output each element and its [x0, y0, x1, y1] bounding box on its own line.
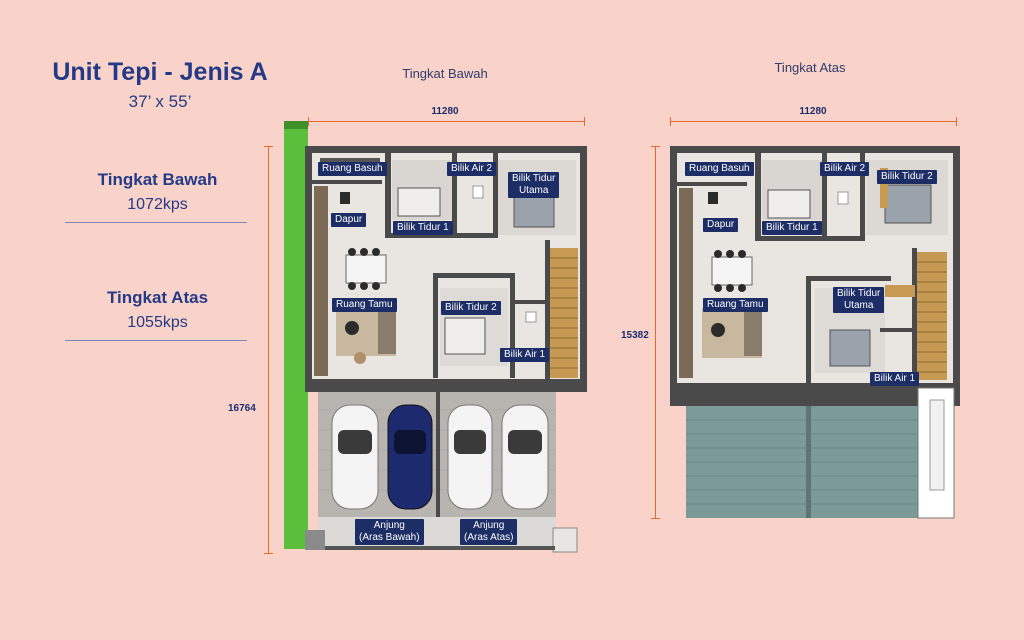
label-bilik-air-1-upper: Bilik Air 1	[870, 372, 920, 386]
side-garden	[284, 121, 308, 549]
upper-floor-plan	[670, 146, 960, 519]
unit-size: 37’ x 55’	[128, 92, 192, 111]
label-bilik-tidur-2: Bilik Tidur 2	[441, 301, 501, 315]
divider	[65, 340, 247, 341]
label-anjung-aras-atas: Anjung (Aras Atas)	[460, 519, 518, 545]
label-ruang-basuh: Ruang Basuh	[318, 162, 387, 176]
ground-area-value: 1072kps	[127, 196, 188, 213]
upper-height-dimension: 15382	[621, 330, 649, 341]
ground-width-dimension: 11280	[431, 106, 459, 117]
upper-width-dimension: 11280	[799, 106, 827, 117]
ground-plan-title: Tingkat Bawah	[402, 66, 488, 81]
label-bilik-tidur-1-upper: Bilik Tidur 1	[762, 221, 822, 235]
car-white	[501, 404, 549, 510]
upper-width-line	[670, 117, 957, 126]
car-white	[447, 404, 493, 510]
upper-area-value: 1055kps	[127, 314, 188, 331]
label-dapur-upper: Dapur	[703, 218, 739, 232]
ground-area-label: Tingkat Bawah	[97, 170, 218, 189]
car-navy	[387, 404, 433, 510]
staircase	[550, 248, 578, 378]
upper-area-label: Tingkat Atas	[106, 288, 209, 307]
ground-width-line	[308, 117, 585, 126]
label-ruang-basuh-upper: Ruang Basuh	[685, 162, 754, 176]
upper-height-line	[651, 146, 660, 519]
label-bilik-air-2-upper: Bilik Air 2	[820, 162, 870, 176]
label-bilik-tidur-utama-upper: Bilik Tidur Utama	[833, 287, 885, 313]
upper-plan-title: Tingkat Atas	[774, 60, 846, 75]
ground-height-dimension: 16764	[228, 403, 256, 414]
label-bilik-air-1: Bilik Air 1	[500, 348, 550, 362]
unit-title: Unit Tepi - Jenis A	[52, 58, 268, 86]
divider	[65, 222, 247, 223]
ground-height-line	[264, 146, 273, 554]
car-white	[331, 404, 379, 510]
label-dapur: Dapur	[331, 213, 367, 227]
label-ruang-tamu-upper: Ruang Tamu	[703, 298, 768, 312]
label-bilik-tidur-2-upper: Bilik Tidur 2	[877, 170, 937, 184]
label-anjung-aras-bawah: Anjung (Aras Bawah)	[355, 519, 424, 545]
label-bilik-air-2: Bilik Air 2	[447, 162, 497, 176]
label-ruang-tamu: Ruang Tamu	[332, 298, 397, 312]
label-bilik-tidur-utama: Bilik Tidur Utama	[508, 172, 560, 198]
label-bilik-tidur-1: Bilik Tidur 1	[393, 221, 453, 235]
